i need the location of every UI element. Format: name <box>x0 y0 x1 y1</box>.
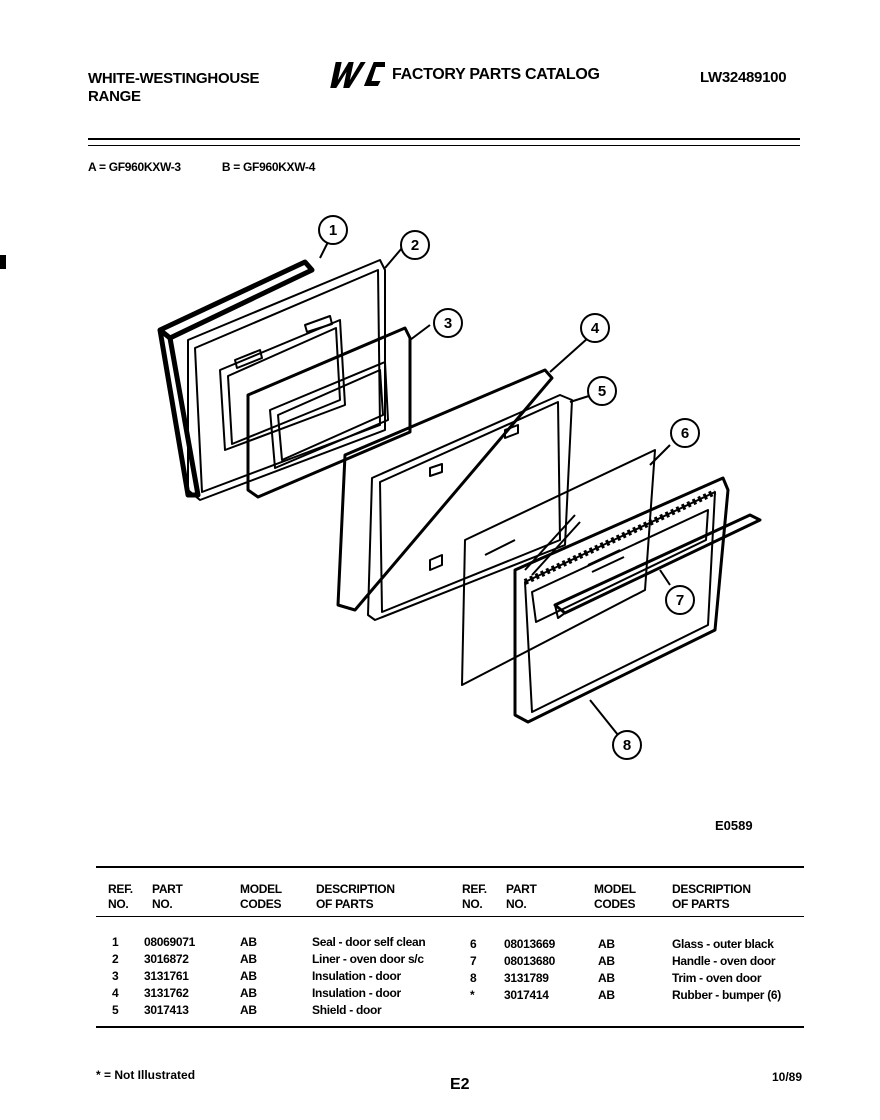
header-ref-line1: REF. <box>108 882 133 896</box>
row-ref: 8 <box>470 971 477 985</box>
row-ref: 4 <box>112 986 119 1000</box>
header-desc-right-line1: DESCRIPTION <box>672 882 751 896</box>
header-model-right-line1: MODEL <box>594 882 636 896</box>
brand-name: WHITE-WESTINGHOUSE <box>88 70 260 87</box>
row-ref: * <box>470 988 475 1002</box>
header-part-line1: PART <box>152 882 183 896</box>
header-part: PART NO. <box>152 882 183 912</box>
callout-7: 7 <box>676 592 684 609</box>
callout-6: 6 <box>681 425 689 442</box>
print-date: 10/89 <box>772 1070 803 1084</box>
header-part-line2: NO. <box>152 897 173 911</box>
row-desc: Shield - door <box>312 1003 382 1017</box>
row-part: 3131789 <box>504 971 549 985</box>
header-rule <box>88 138 800 140</box>
part-trim <box>513 476 730 724</box>
document-number: LW32489100 <box>700 69 787 86</box>
part-handle <box>553 513 762 619</box>
page-number: E2 <box>450 1076 470 1093</box>
part-insulation-front <box>246 326 412 499</box>
scan-mark <box>0 255 6 269</box>
model-b: B = GF960KXW-4 <box>221 160 316 174</box>
part-glass <box>461 449 656 686</box>
callout-8: 8 <box>623 737 631 754</box>
row-desc: Insulation - door <box>312 986 401 1000</box>
row-ref: 1 <box>112 935 119 949</box>
row-desc: Handle - oven door <box>672 954 776 968</box>
row-desc: Glass - outer black <box>672 937 774 951</box>
header-model-line2: CODES <box>240 897 282 911</box>
row-part: 08013669 <box>504 937 555 951</box>
header-desc-right: DESCRIPTION OF PARTS <box>672 882 751 912</box>
header-part-right: PART NO. <box>506 882 537 912</box>
row-desc: Rubber - bumper (6) <box>672 988 781 1002</box>
row-part: 3016872 <box>144 952 189 966</box>
row-ref: 5 <box>112 1003 119 1017</box>
header-rule-thin <box>88 145 800 146</box>
header-model-right: MODEL CODES <box>594 882 636 912</box>
row-desc: Trim - oven door <box>672 971 762 985</box>
figure-code: E0589 <box>715 818 753 833</box>
header-part-right-line1: PART <box>506 882 537 896</box>
header-ref-right-line1: REF. <box>462 882 487 896</box>
row-desc: Seal - door self clean <box>312 935 426 949</box>
part-liner <box>187 259 386 501</box>
row-codes: AB <box>240 935 257 949</box>
header-ref-line2: NO. <box>108 897 129 911</box>
header-ref: REF. NO. <box>108 882 133 912</box>
row-part: 3131762 <box>144 986 189 1000</box>
row-codes: AB <box>240 969 257 983</box>
header-desc-right-line2: OF PARTS <box>672 897 730 911</box>
header-desc-line2: OF PARTS <box>316 897 374 911</box>
catalog-title: FACTORY PARTS CATALOG <box>392 66 600 83</box>
wci-logo-icon <box>330 62 385 88</box>
callout-3: 3 <box>444 315 452 332</box>
row-codes: AB <box>240 952 257 966</box>
row-part: 08069071 <box>144 935 195 949</box>
header-ref-right-line2: NO. <box>462 897 483 911</box>
header-ref-right: REF. NO. <box>462 882 487 912</box>
callout-1: 1 <box>329 222 337 239</box>
callout-2: 2 <box>411 237 419 254</box>
row-ref: 6 <box>470 937 477 951</box>
row-desc: Liner - oven door s/c <box>312 952 424 966</box>
callout-4: 4 <box>591 320 600 337</box>
callout-5: 5 <box>598 383 606 400</box>
row-part: 3017413 <box>144 1003 189 1017</box>
model-a: A = GF960KXW-3 <box>88 160 181 174</box>
brand-block: WHITE-WESTINGHOUSE RANGE <box>88 70 260 106</box>
table-header-rule <box>96 916 804 917</box>
row-ref: 2 <box>112 952 119 966</box>
row-codes: AB <box>598 954 615 968</box>
header-desc: DESCRIPTION OF PARTS <box>316 882 395 912</box>
footnote: * = Not Illustrated <box>96 1068 196 1082</box>
row-ref: 7 <box>470 954 477 968</box>
header-model-right-line2: CODES <box>594 897 636 911</box>
row-codes: AB <box>240 986 257 1000</box>
header-model-line1: MODEL <box>240 882 282 896</box>
table-top-rule <box>96 866 804 868</box>
row-part: 3017414 <box>504 988 549 1002</box>
header-model: MODEL CODES <box>240 882 282 912</box>
product-type: RANGE <box>88 88 141 105</box>
row-codes: AB <box>598 988 615 1002</box>
table-bottom-rule <box>96 1026 804 1028</box>
row-part: 3131761 <box>144 969 189 983</box>
exploded-door-diagram: 1 2 3 4 5 6 7 8 <box>157 215 762 760</box>
row-codes: AB <box>598 937 615 951</box>
row-ref: 3 <box>112 969 119 983</box>
header-part-right-line2: NO. <box>506 897 527 911</box>
part-insulation-panel <box>336 368 554 612</box>
row-codes: AB <box>598 971 615 985</box>
part-shield <box>367 394 573 621</box>
model-legend: A = GF960KXW-3 B = GF960KXW-4 <box>88 160 353 174</box>
row-part: 08013680 <box>504 954 555 968</box>
row-codes: AB <box>240 1003 257 1017</box>
row-desc: Insulation - door <box>312 969 401 983</box>
header-desc-line1: DESCRIPTION <box>316 882 395 896</box>
